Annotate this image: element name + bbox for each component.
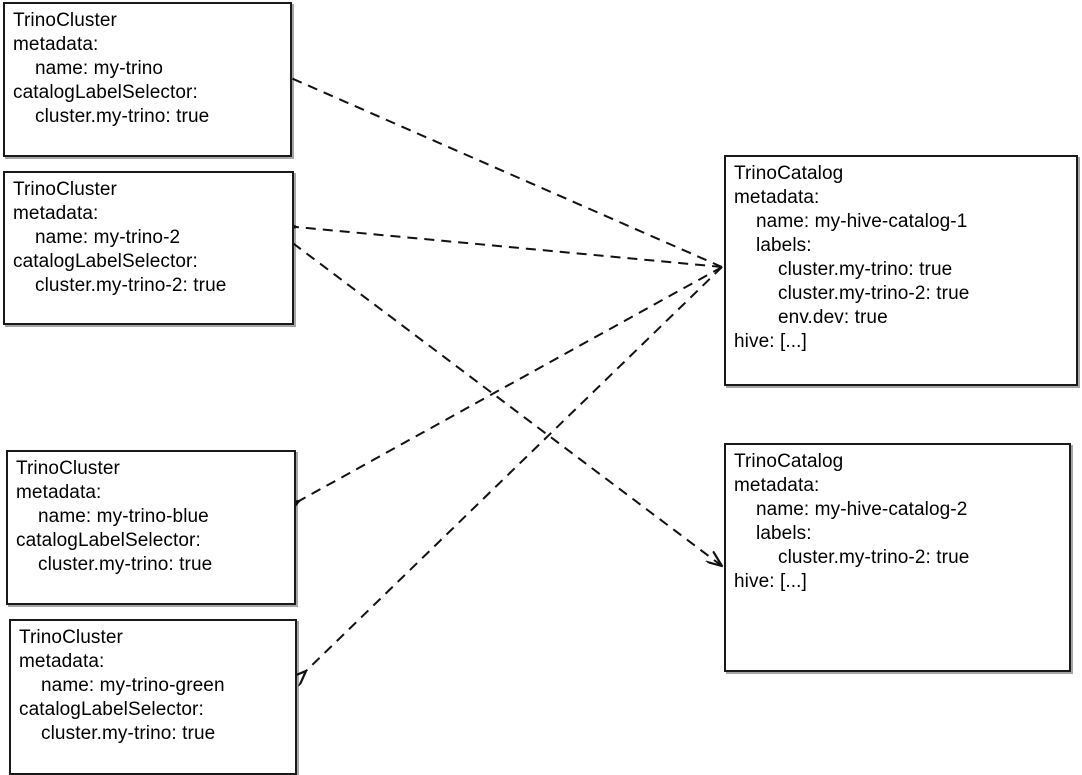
node-text-line: name: my-trino-2: [35, 227, 181, 248]
node-trinocatalog-my-hive-catalog-1[interactable]: TrinoCatalog metadata: name: my-hive-catal…: [724, 155, 1078, 386]
node-trinocluster-my-trino-green[interactable]: TrinoCluster metadata: name: my-trino-gree…: [9, 619, 297, 775]
edge-catalog1-to-my-trino-blue: [299, 266, 723, 501]
node-text-line: catalogLabelSelector:: [13, 82, 198, 103]
node-kind-label: TrinoCluster: [13, 10, 117, 31]
node-text-line: cluster.my-trino: true: [35, 106, 210, 127]
node-kind-label: TrinoCluster: [19, 627, 123, 648]
node-text-line: metadata:: [13, 203, 99, 224]
edge-catalog1-to-my-trino: [291, 78, 723, 268]
node-trinocatalog-my-hive-catalog-2[interactable]: TrinoCatalog metadata: name: my-hive-catal…: [724, 443, 1071, 672]
node-body: TrinoCluster metadata: name: my-trino-gree…: [11, 623, 295, 746]
node-text-line: catalogLabelSelector:: [13, 251, 198, 272]
edge-catalog1-to-my-trino-green: [306, 266, 723, 671]
node-text-line: cluster.my-trino-2: true: [778, 547, 970, 568]
node-text-line: name: my-trino-blue: [38, 506, 209, 527]
node-body: TrinoCluster metadata: name: my-trino-2 cat…: [5, 175, 292, 298]
node-trinocluster-my-trino[interactable]: TrinoCluster metadata: name: my-trino catal…: [3, 2, 292, 157]
node-text-line: metadata:: [734, 475, 820, 496]
node-text-line: metadata:: [13, 34, 99, 55]
edge-catalog2-to-my-trino-2: [290, 241, 722, 566]
edge-paths: [290, 78, 722, 671]
node-text-line: labels:: [756, 235, 812, 256]
node-text-line: catalogLabelSelector:: [16, 530, 201, 551]
node-text-line: cluster.my-trino: true: [41, 723, 216, 744]
node-text-line: cluster.my-trino-2: true: [778, 283, 970, 304]
node-text-line: name: my-trino: [35, 58, 164, 79]
node-text-line: hive: [...]: [734, 331, 807, 352]
node-text-line: metadata:: [16, 482, 102, 503]
node-text-line: name: my-hive-catalog-2: [756, 499, 968, 520]
node-text-line: catalogLabelSelector:: [19, 699, 204, 720]
node-text-line: name: my-trino-green: [41, 675, 225, 696]
node-kind-label: TrinoCatalog: [734, 451, 844, 472]
node-text-line: cluster.my-trino: true: [38, 554, 213, 575]
node-text-line: labels:: [756, 523, 812, 544]
node-kind-label: TrinoCatalog: [734, 163, 844, 184]
node-text-line: hive: [...]: [734, 571, 807, 592]
node-kind-label: TrinoCluster: [13, 179, 117, 200]
node-trinocluster-my-trino-2[interactable]: TrinoCluster metadata: name: my-trino-2 cat…: [3, 171, 294, 325]
node-text-line: cluster.my-trino: true: [778, 259, 953, 280]
node-text-line: metadata:: [734, 187, 820, 208]
node-trinocluster-my-trino-blue[interactable]: TrinoCluster metadata: name: my-trino-blue…: [6, 450, 296, 605]
node-text-line: env.dev: true: [778, 307, 888, 328]
node-text-line: cluster.my-trino-2: true: [35, 275, 227, 296]
node-body: TrinoCatalog metadata: name: my-hive-catal…: [726, 159, 1076, 354]
node-text-line: metadata:: [19, 651, 105, 672]
node-kind-label: TrinoCluster: [16, 458, 120, 479]
node-text-line: name: my-hive-catalog-1: [756, 211, 968, 232]
node-body: TrinoCluster metadata: name: my-trino catal…: [5, 6, 290, 129]
edge-catalog1-to-my-trino-2: [296, 227, 723, 268]
node-body: TrinoCatalog metadata: name: my-hive-catal…: [726, 447, 1069, 594]
node-body: TrinoCluster metadata: name: my-trino-blue…: [8, 454, 294, 577]
